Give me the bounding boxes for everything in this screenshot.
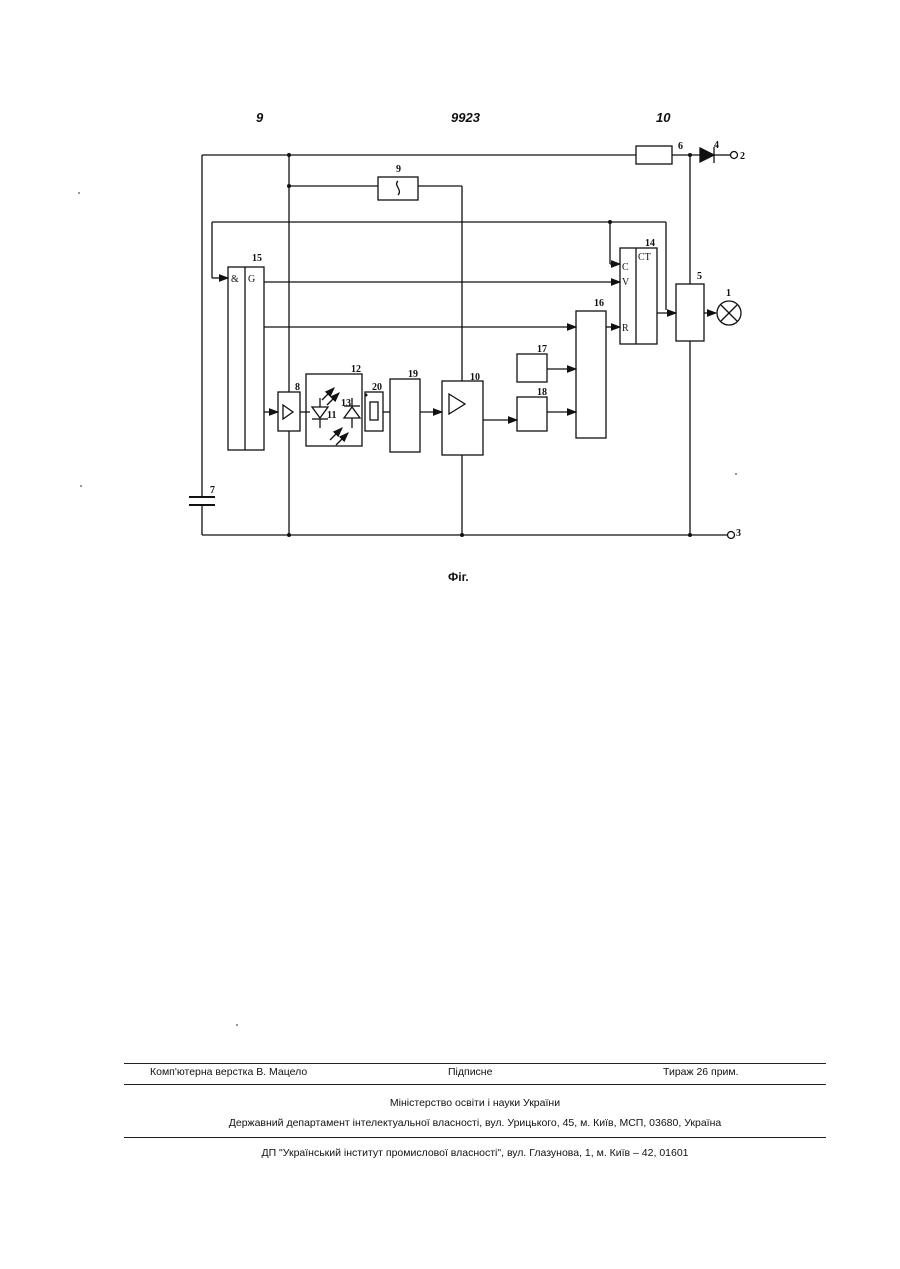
scan-speck	[236, 1024, 238, 1026]
label-10: 10	[470, 372, 480, 383]
block-17	[517, 354, 547, 382]
label-15: 15	[252, 253, 262, 264]
pin-and: &	[231, 274, 239, 285]
footer-institute: ДП "Український інститут промислової вла…	[124, 1147, 826, 1159]
block-18	[517, 397, 547, 431]
block-16	[576, 311, 606, 438]
label-3: 3	[736, 528, 741, 539]
label-9: 9	[396, 164, 401, 175]
footer-rule-middle	[124, 1084, 826, 1085]
scan-speck	[78, 192, 80, 194]
block-15	[228, 267, 264, 450]
label-13: 13	[341, 398, 351, 409]
block-19	[390, 379, 420, 452]
label-19: 19	[408, 369, 418, 380]
footer-rule-top	[124, 1063, 826, 1064]
footer-ministry: Міністерство освіти і науки України	[124, 1097, 826, 1109]
pin-c: C	[622, 262, 629, 273]
pin-g: G	[248, 274, 255, 285]
label-6: 6	[678, 141, 683, 152]
circuit-diagram: & G C V R CT 1 2 3 4 5 6 7 8 9 10 11 12 …	[0, 0, 900, 600]
footer-typesetter: Комп'ютерна верстка В. Мацело	[150, 1066, 307, 1078]
figure-caption: Фіг.	[448, 570, 469, 584]
label-1: 1	[726, 288, 731, 299]
block-6	[636, 146, 672, 164]
scan-speck	[80, 485, 82, 487]
label-4: 4	[714, 140, 719, 151]
pin-v: V	[622, 277, 630, 288]
block-8	[278, 392, 300, 431]
footer-signed: Підписне	[448, 1066, 492, 1078]
label-20: 20	[372, 382, 382, 393]
pin-ct: CT	[638, 252, 651, 263]
block-20	[365, 392, 383, 431]
label-16: 16	[594, 298, 604, 309]
scan-speck	[735, 473, 737, 475]
footer-rule-bottom	[124, 1137, 826, 1138]
footer-department: Державний департамент інтелектуальної вл…	[124, 1117, 826, 1129]
label-11: 11	[327, 410, 336, 421]
footer-circulation: Тираж 26 прим.	[663, 1066, 739, 1078]
block-5	[676, 284, 704, 341]
label-12: 12	[351, 364, 361, 375]
label-5: 5	[697, 271, 702, 282]
label-18: 18	[537, 387, 547, 398]
label-8: 8	[295, 382, 300, 393]
label-7: 7	[210, 485, 215, 496]
label-17: 17	[537, 344, 547, 355]
block-10	[442, 381, 483, 455]
label-2: 2	[740, 151, 745, 162]
pin-r: R	[622, 323, 629, 334]
label-14: 14	[645, 238, 655, 249]
